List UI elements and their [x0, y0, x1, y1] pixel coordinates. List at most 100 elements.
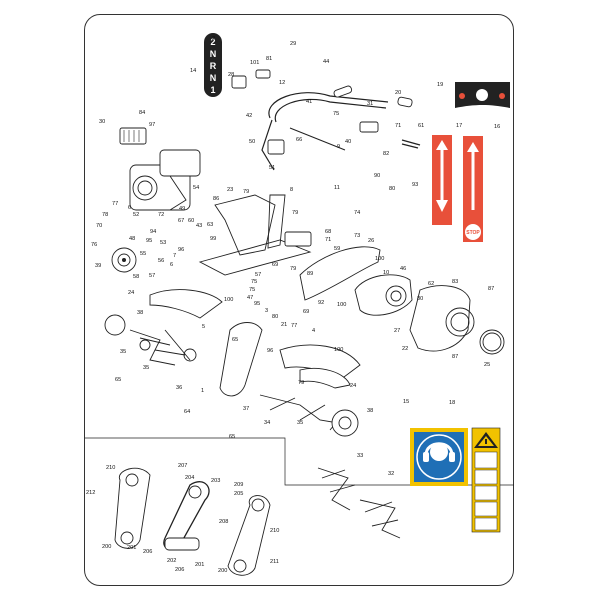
control-lever: [401, 139, 421, 149]
callout-66: 66: [296, 137, 302, 143]
stop-sign-icon: STOP: [466, 230, 480, 236]
callout-8: 8: [290, 187, 293, 193]
callout-92: 92: [318, 300, 324, 306]
callout-209: 209: [234, 482, 243, 488]
callout-47: 47: [247, 295, 253, 301]
callout-67: 67: [178, 218, 184, 224]
callout-63: 63: [207, 222, 213, 228]
callout-46: 46: [400, 266, 406, 272]
callout-62: 62: [428, 281, 434, 287]
callout-74: 74: [354, 210, 360, 216]
warning-triangle-icon: [474, 432, 498, 448]
callout-30: 30: [99, 119, 105, 125]
callout-79: 79: [292, 210, 298, 216]
callout-33: 33: [357, 453, 363, 459]
callout-96: 96: [178, 247, 184, 253]
callout-36: 36: [176, 385, 182, 391]
callout-71: 71: [395, 123, 401, 129]
callout-84: 84: [139, 110, 145, 116]
callout-15: 15: [403, 399, 409, 405]
callout-97: 97: [149, 122, 155, 128]
chain-case: [219, 322, 263, 397]
gear-label-n1: N: [210, 49, 217, 59]
gear-label-1: 1: [210, 85, 215, 95]
chain-assembly-middle: [163, 481, 210, 551]
sticker-16: STOP: [463, 136, 483, 242]
callout-73: 73: [354, 233, 360, 239]
callout-56: 56: [158, 258, 164, 264]
chain-assembly-right: [227, 495, 271, 576]
chain-assembly-left: [114, 467, 151, 549]
callout-37: 37: [243, 406, 249, 412]
transmission-frame: [198, 194, 312, 276]
callout-75: 75: [249, 287, 255, 293]
tine-assembly-33: [317, 467, 356, 511]
callout-57: 57: [255, 272, 261, 278]
callout-35: 35: [143, 365, 149, 371]
callout-35: 35: [297, 420, 303, 426]
sticker-17: [432, 135, 452, 225]
callout-71: 71: [325, 237, 331, 243]
callout-38: 38: [367, 408, 373, 414]
callout-68: 68: [325, 229, 331, 235]
callout-205: 205: [234, 491, 243, 497]
callout-75: 75: [251, 279, 257, 285]
callout-207: 207: [178, 463, 187, 469]
callout-100: 100: [224, 297, 233, 303]
callout-204: 204: [185, 475, 194, 481]
callout-4: 4: [312, 328, 315, 334]
callout-100: 100: [334, 347, 343, 353]
callout-35: 35: [120, 349, 126, 355]
callout-79: 79: [290, 266, 296, 272]
callout-44: 44: [323, 59, 329, 65]
callout-65: 65: [229, 434, 235, 440]
callout-83: 83: [452, 279, 458, 285]
callout-25: 25: [484, 362, 490, 368]
callout-203: 203: [211, 478, 220, 484]
callout-53: 53: [160, 240, 166, 246]
callout-43: 43: [196, 223, 202, 229]
callout-58: 58: [133, 274, 139, 280]
callout-10: 10: [383, 270, 389, 276]
callout-90: 90: [374, 173, 380, 179]
callout-6: 6: [170, 262, 173, 268]
callout-95: 95: [146, 238, 152, 244]
callout-42: 42: [246, 113, 252, 119]
callout-100: 100: [375, 256, 384, 262]
callout-64: 64: [184, 409, 190, 415]
callout-78: 78: [102, 212, 108, 218]
tine-shield-right: [279, 344, 361, 389]
callout-82: 82: [383, 151, 389, 157]
callout-54: 54: [193, 185, 199, 191]
callout-206: 206: [175, 567, 184, 573]
callout-60: 60: [188, 218, 194, 224]
callout-2: 2: [212, 36, 215, 42]
callout-70: 70: [96, 223, 102, 229]
callout-76: 76: [91, 242, 97, 248]
callout-94: 94: [150, 229, 156, 235]
callout-48: 48: [129, 236, 135, 242]
callout-11: 11: [334, 185, 340, 191]
gear-label-2: 2: [210, 37, 215, 47]
gear-label-n2: N: [210, 73, 217, 83]
callout-96: 96: [267, 348, 273, 354]
callout-72: 72: [158, 212, 164, 218]
callout-77: 77: [291, 323, 297, 329]
callout-5: 5: [202, 324, 205, 330]
callout-3: 3: [265, 308, 268, 314]
callout-81: 81: [266, 56, 272, 62]
callout-69: 69: [272, 262, 278, 268]
callout-210: 210: [106, 465, 115, 471]
callout-89: 89: [307, 271, 313, 277]
tine-assembly-32: [359, 499, 401, 539]
callout-80: 80: [417, 296, 423, 302]
callout-59: 59: [334, 246, 340, 252]
belt-cover-outer: [409, 285, 505, 355]
callout-55: 55: [140, 251, 146, 257]
callout-34: 34: [264, 420, 270, 426]
callout-100: 100: [337, 302, 346, 308]
tines-left: [104, 314, 197, 366]
belt-cover-inner: [299, 246, 413, 316]
callout-31: 31: [367, 101, 373, 107]
